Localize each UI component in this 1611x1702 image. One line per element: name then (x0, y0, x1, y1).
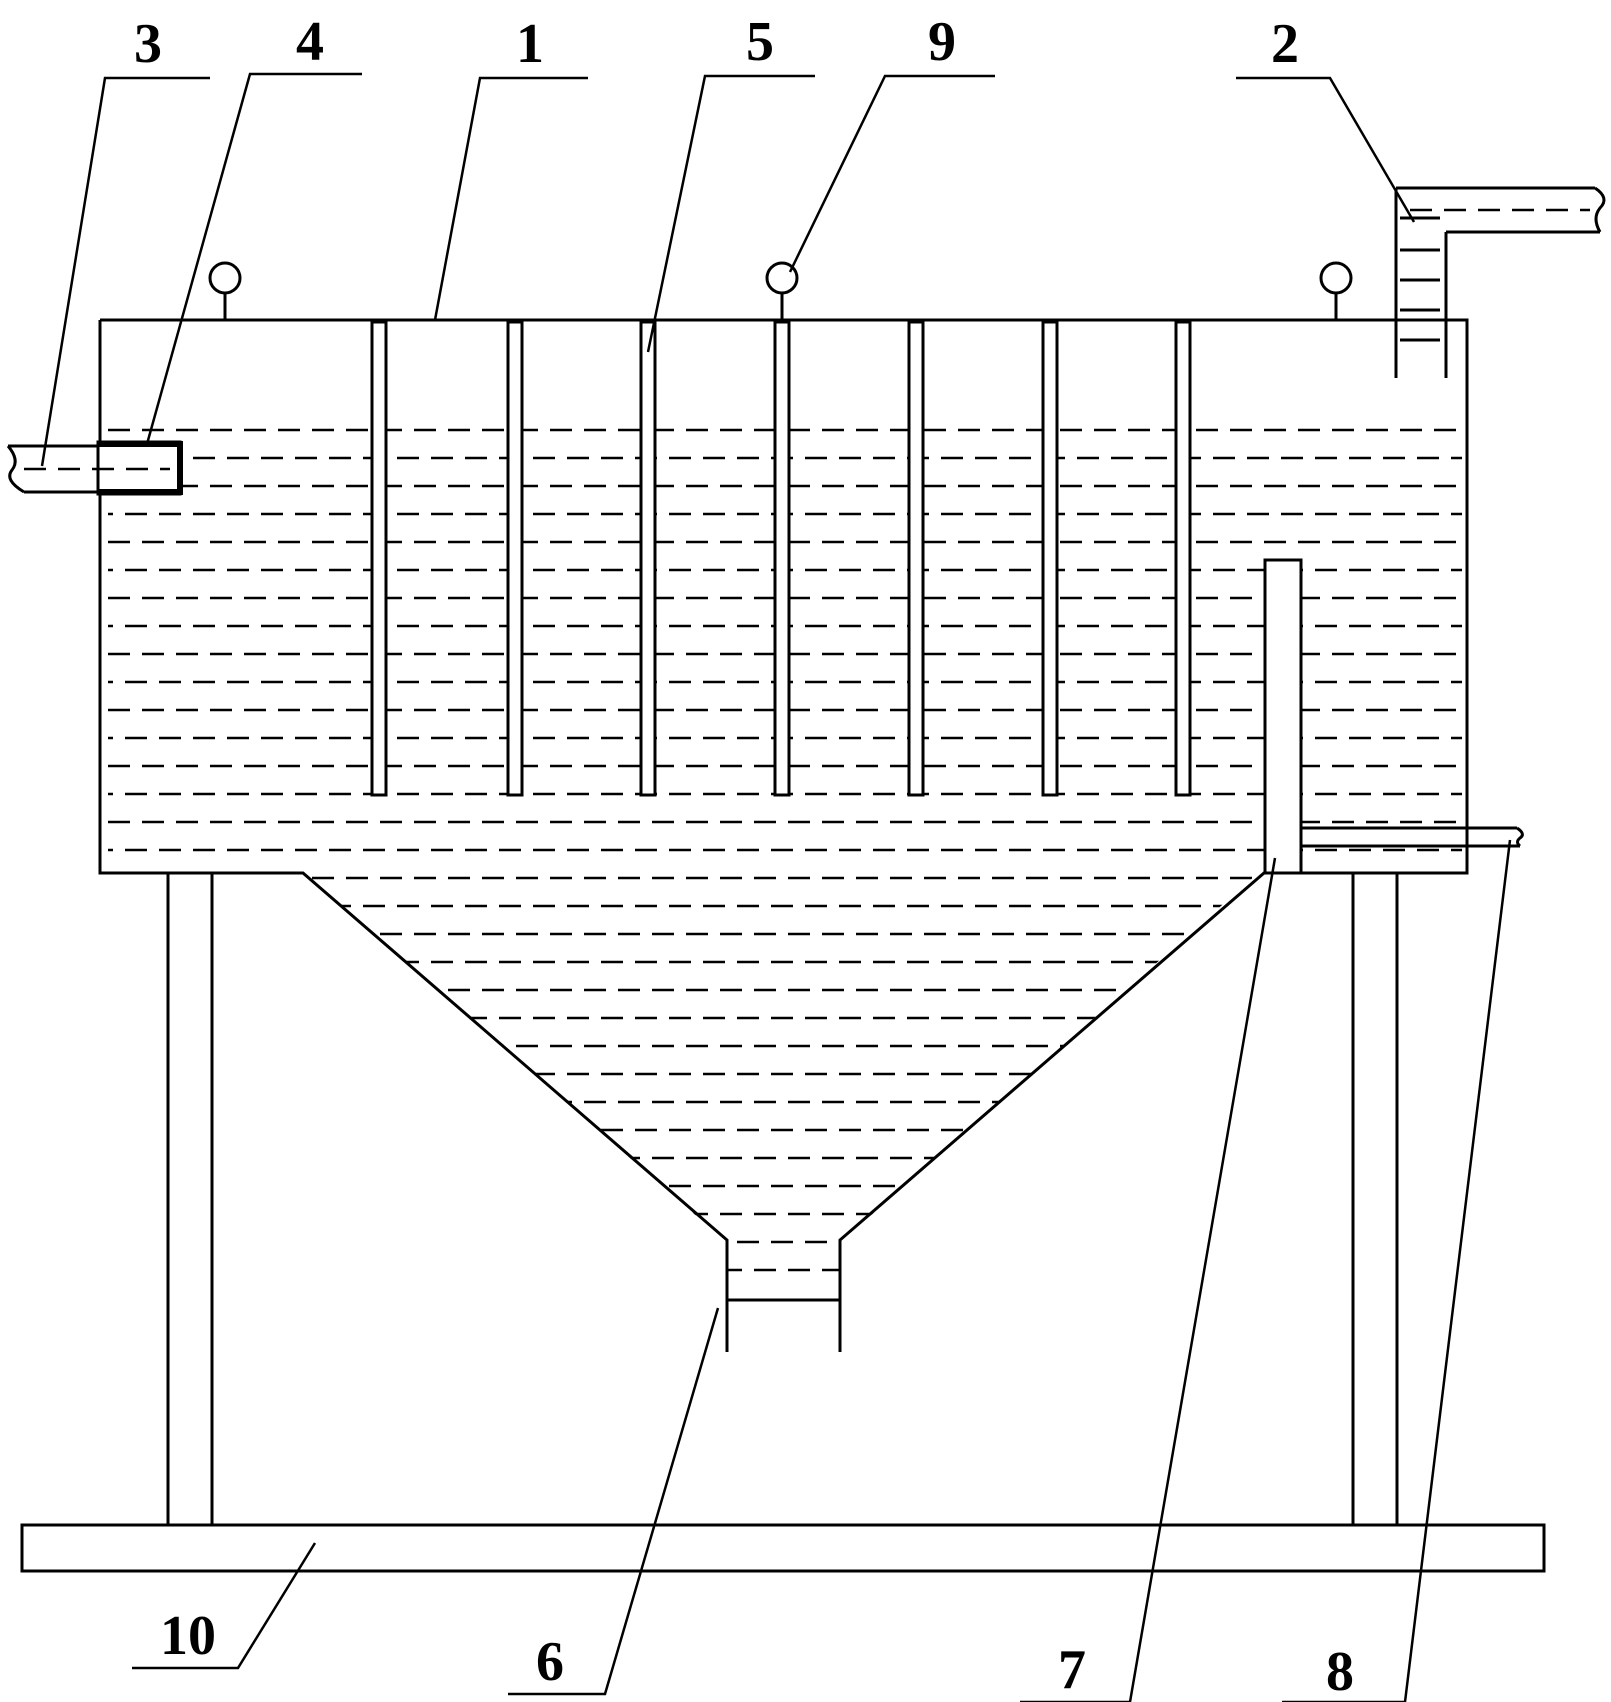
overflow-pipe-break (1594, 186, 1606, 233)
callout-3: 3 (134, 13, 162, 75)
overflow-pipe (1394, 186, 1606, 378)
inlet-pipe (6, 440, 183, 496)
callout-8: 8 (1326, 1641, 1354, 1702)
leader-1 (433, 76, 588, 321)
baffle-plate (639, 320, 657, 797)
leader-lines (40, 72, 1512, 1702)
lifting-ring (1319, 261, 1353, 295)
leader-7 (1020, 857, 1277, 1702)
standpipe (1263, 558, 1303, 875)
baffle-plate (370, 320, 388, 797)
leader-9 (788, 74, 995, 273)
callout-4: 4 (296, 11, 324, 73)
side-outlet-pipe (1301, 826, 1524, 848)
support-legs (166, 871, 1399, 1527)
callout-6: 6 (536, 1631, 564, 1693)
callout-labels: 3 4 1 5 9 2 10 6 7 8 (134, 11, 1354, 1702)
leader-6 (508, 1307, 720, 1696)
leader-2 (1236, 76, 1416, 223)
tank-body-left (98, 320, 729, 1352)
inlet-pipe-break (6, 444, 98, 494)
leader-10 (132, 1542, 317, 1670)
lifting-rings (208, 261, 1353, 320)
lifting-ring (208, 261, 242, 295)
side-outlet-walls (1301, 826, 1520, 848)
baffle-plates (370, 320, 1192, 797)
callout-10: 10 (160, 1605, 216, 1667)
leader-3 (40, 76, 210, 467)
callout-5: 5 (746, 11, 774, 73)
support-leg (166, 871, 214, 1527)
callout-2: 2 (1271, 13, 1299, 75)
baffle-plate (1041, 320, 1059, 797)
baffle-plate (1174, 320, 1192, 797)
baffle-plate (506, 320, 524, 797)
inlet-pipe-outline (98, 441, 183, 495)
leader-4 (145, 72, 362, 445)
leader-8 (1282, 839, 1512, 1702)
base-plate (20, 1523, 1546, 1573)
overflow-pipe-walls (1394, 186, 1600, 378)
callout-9: 9 (928, 11, 956, 73)
callout-7: 7 (1058, 1639, 1086, 1701)
callout-1: 1 (516, 13, 544, 75)
baffle-plate (773, 320, 791, 797)
side-outlet-break (1516, 826, 1524, 848)
leader-5 (646, 74, 815, 353)
baffle-plate (907, 320, 925, 797)
support-leg (1351, 871, 1399, 1527)
